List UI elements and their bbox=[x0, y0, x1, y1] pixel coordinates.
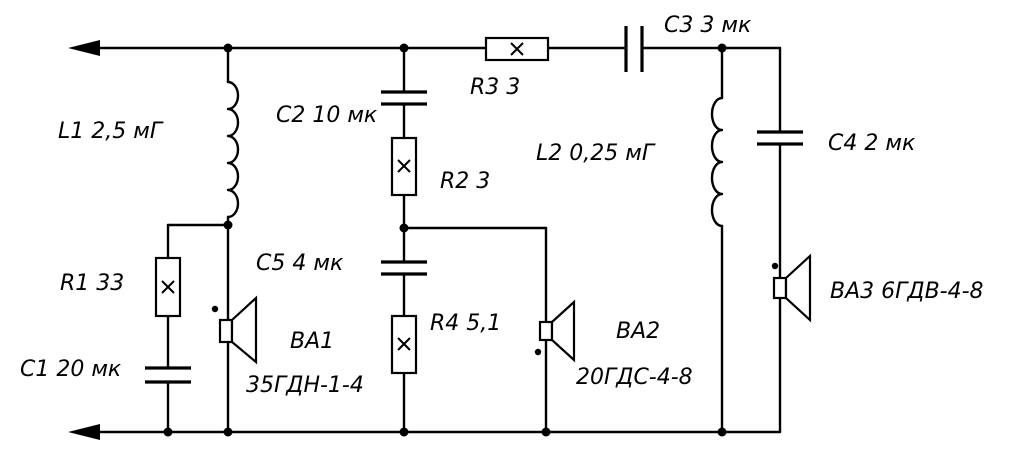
label-l2: L2 0,25 мГ bbox=[536, 141, 656, 166]
input-arrow-bottom bbox=[68, 424, 100, 440]
label-l1: L1 2,5 мГ bbox=[58, 119, 164, 144]
resistor-r3 bbox=[484, 36, 550, 62]
resistor-r2 bbox=[390, 136, 418, 197]
label-ba1-name: BA1 bbox=[290, 329, 334, 354]
input-arrow-top bbox=[68, 40, 100, 56]
capacitor-c3 bbox=[624, 26, 644, 72]
label-ba2-model: 20ГДС-4-8 bbox=[576, 365, 693, 390]
label-c3: C3 3 мк bbox=[664, 13, 752, 38]
label-r2: R2 3 bbox=[440, 169, 490, 194]
branch-r1-c1 bbox=[166, 223, 230, 434]
label-c2: C2 10 мк bbox=[276, 103, 378, 128]
inductor-l2 bbox=[710, 46, 724, 434]
resistor-r4 bbox=[390, 314, 418, 375]
label-r3: R3 3 bbox=[470, 75, 520, 100]
branch-c4-ba3 bbox=[720, 46, 782, 434]
capacitor-c5 bbox=[381, 260, 427, 276]
resistor-r1 bbox=[154, 256, 182, 318]
label-r1: R1 33 bbox=[60, 271, 124, 296]
label-ba2-name: BA2 bbox=[616, 319, 660, 344]
label-r4: R4 5,1 bbox=[430, 311, 501, 336]
top-rail bbox=[68, 40, 724, 56]
inductor-l1 bbox=[226, 46, 240, 434]
label-c1: C1 20 мк bbox=[20, 357, 122, 382]
label-ba3: BA3 6ГДВ-4-8 bbox=[830, 279, 984, 304]
junction-dots bbox=[163, 43, 727, 437]
capacitor-c2 bbox=[381, 90, 427, 106]
speaker-ba3 bbox=[771, 253, 812, 323]
bottom-rail bbox=[68, 424, 782, 440]
label-c5: C5 4 мк bbox=[256, 251, 344, 276]
label-ba1-model: 35ГДН-1-4 bbox=[246, 373, 364, 398]
speaker-ba1 bbox=[211, 295, 258, 365]
speaker-ba2 bbox=[534, 299, 576, 363]
capacitor-c1 bbox=[145, 366, 191, 384]
label-c4: C4 2 мк bbox=[828, 131, 916, 156]
capacitor-c4 bbox=[757, 130, 803, 146]
branch-ba2 bbox=[402, 226, 548, 434]
